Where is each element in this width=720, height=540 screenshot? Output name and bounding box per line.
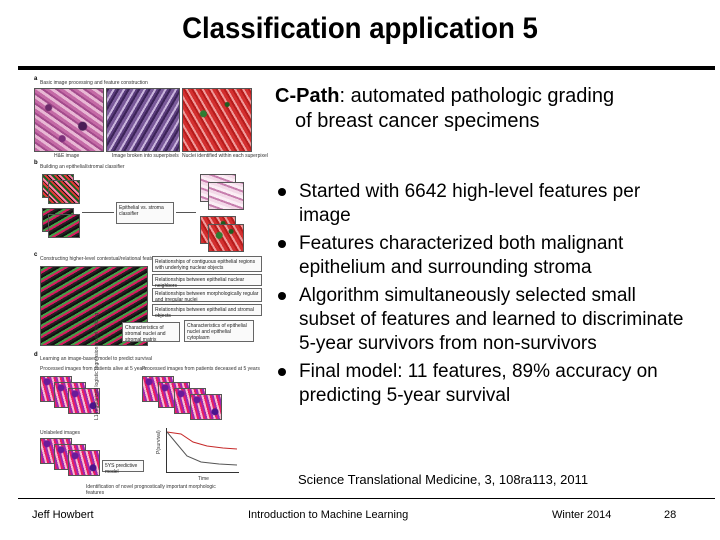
caption-a1: H&E image	[54, 153, 80, 159]
bullet-dot	[278, 292, 286, 300]
classified-stack-4	[208, 224, 244, 252]
survival-curve-2	[166, 431, 238, 466]
feature-box-c5: Characteristics of stromal nuclei and st…	[122, 322, 180, 343]
panel-letter-a: a	[34, 76, 38, 82]
panel-d-heading: Learning an image-based model to predict…	[40, 356, 153, 362]
footer-date: Winter 2014	[552, 509, 612, 521]
title-rule	[18, 66, 715, 70]
bullet-dot	[278, 240, 286, 248]
subtitle-name: C-Path	[275, 85, 340, 107]
predictive-model-box: 5YS predictive model	[102, 460, 144, 475]
feature-box-c3: Relationships between morphologically re…	[152, 288, 262, 303]
page-number: 28	[664, 509, 677, 521]
bullet-dot	[278, 188, 286, 196]
he-image	[34, 88, 104, 152]
superpixel-image	[106, 88, 180, 152]
training-stack-4	[48, 214, 80, 238]
unlabeled-stack-3	[68, 450, 100, 476]
nuclei-image	[182, 88, 252, 152]
survival-curve-plot	[166, 428, 239, 473]
citation: Science Translational Medicine, 3, 108ra…	[298, 472, 588, 487]
alive-stack-3	[68, 388, 100, 414]
arrow-b1	[82, 212, 114, 213]
axis-y-label: P(survival)	[156, 430, 162, 454]
survival-curves	[166, 431, 238, 466]
classified-stack-2	[208, 182, 244, 210]
citation-journal: Science Translational Medicine,	[298, 472, 485, 487]
label-d6: Identification of novel prognostically i…	[86, 484, 216, 496]
panel-letter-d: d	[34, 352, 38, 358]
bullet-item: Final model: 11 features, 89% accuracy o…	[275, 360, 695, 408]
feature-box-c1: Relationships of contiguous epithelial r…	[152, 256, 262, 272]
footer-rule	[18, 498, 715, 499]
caption-a3: Nuclei identified within each superpixel	[182, 153, 268, 159]
bullet-list: Started with 6642 high-level features pe…	[275, 180, 695, 412]
feature-box-c2: Relationships between epithelial nuclear…	[152, 274, 262, 289]
survival-curve-1	[166, 431, 238, 450]
axis-x-label: Time	[198, 476, 209, 482]
bullet-dot	[278, 368, 286, 376]
panel-letter-b: b	[34, 160, 38, 166]
bullet-text: Algorithm simultaneously selected small …	[299, 285, 684, 354]
footer-course: Introduction to Machine Learning	[248, 509, 409, 521]
bullet-item: Features characterized both malignant ep…	[275, 232, 695, 280]
epithelial-stroma-classifier-box: Epithelial vs. stroma classifier	[116, 202, 174, 224]
bullet-text: Final model: 11 features, 89% accuracy o…	[299, 361, 658, 406]
bullet-text: Started with 6642 high-level features pe…	[299, 181, 641, 226]
bullet-item: Started with 6642 high-level features pe…	[275, 180, 695, 228]
panel-c-heading: Constructing higher-level contextual/rel…	[40, 256, 161, 262]
c-path-figure: a Basic image processing and feature con…	[32, 76, 272, 498]
panel-a-heading: Basic image processing and feature const…	[40, 80, 148, 86]
panel-letter-c: c	[34, 252, 38, 258]
citation-volume: 3	[484, 472, 492, 487]
subtitle-line2: of breast cancer specimens	[295, 110, 540, 132]
training-stack-2	[48, 180, 80, 204]
deceased-stack-4	[190, 394, 222, 420]
feature-box-c4: Relationships between epithelial and str…	[152, 304, 262, 319]
citation-rest: , 108ra113, 2011	[491, 472, 589, 487]
label-d3: Unlabeled images	[40, 430, 81, 436]
panel-b-heading: Building an epithelial/stromal classifie…	[40, 164, 125, 170]
arrow-b2	[176, 212, 196, 213]
bullet-item: Algorithm simultaneously selected small …	[275, 284, 695, 356]
bullet-text: Features characterized both malignant ep…	[299, 233, 624, 278]
label-d2: Processed images from patients deceased …	[142, 366, 260, 372]
caption-a2: Image broken into superpixels	[112, 153, 179, 159]
subtitle: C-Path: automated pathologic grading of …	[275, 84, 695, 134]
feature-box-c6: Characteristics of epithelial nuclei and…	[184, 320, 254, 342]
subtitle-rest: : automated pathologic grading	[339, 85, 615, 107]
slide-title: Classification application 5	[182, 12, 538, 45]
label-d4: L1-regularized logistic regression model…	[94, 312, 100, 420]
label-d1: Processed images from patients alive at …	[40, 366, 147, 372]
footer-author: Jeff Howbert	[32, 509, 94, 521]
